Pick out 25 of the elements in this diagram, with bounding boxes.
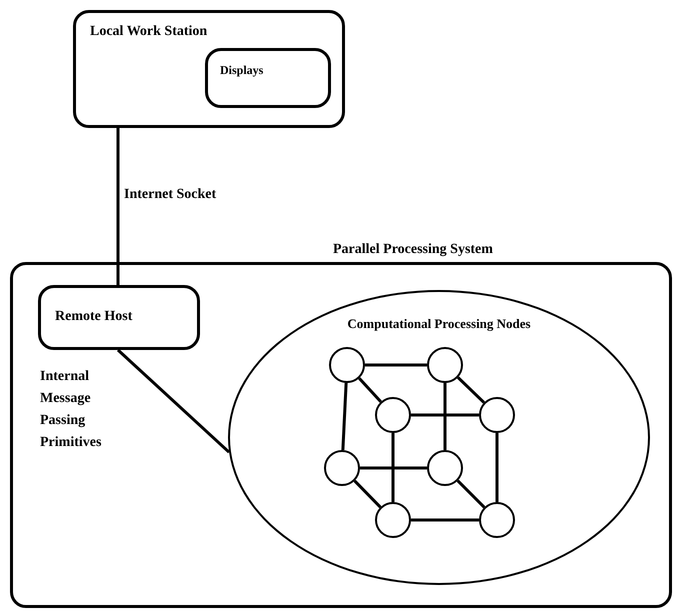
node-title: Displays: [220, 62, 264, 79]
edge-label: Internet Socket: [124, 186, 218, 204]
host-box: [38, 285, 200, 350]
connector-line: [341, 382, 348, 450]
connector-line: [354, 480, 382, 508]
connector-line: [411, 518, 479, 522]
processing-ellipse: [228, 290, 650, 585]
display-box: [205, 48, 331, 108]
connector-line: [456, 376, 486, 404]
edge-label: Internal Message Passing Primitives: [40, 368, 102, 452]
node-title: Remote Host: [55, 308, 132, 326]
connector-line: [496, 433, 498, 502]
connector-line: [411, 414, 479, 416]
node-title: Parallel Processing System: [333, 241, 493, 259]
connector-line: [360, 466, 427, 470]
node-title: Local Work Station: [90, 23, 208, 41]
connector-line: [456, 480, 486, 508]
connector-line: [116, 348, 230, 454]
node-title: Computational Processing Nodes: [346, 315, 532, 333]
connector-line: [392, 433, 394, 502]
connector-line: [365, 364, 427, 366]
connector-line: [358, 377, 382, 403]
connector-line: [444, 383, 446, 450]
connector-line: [116, 128, 120, 285]
workstation-box: [73, 10, 345, 128]
